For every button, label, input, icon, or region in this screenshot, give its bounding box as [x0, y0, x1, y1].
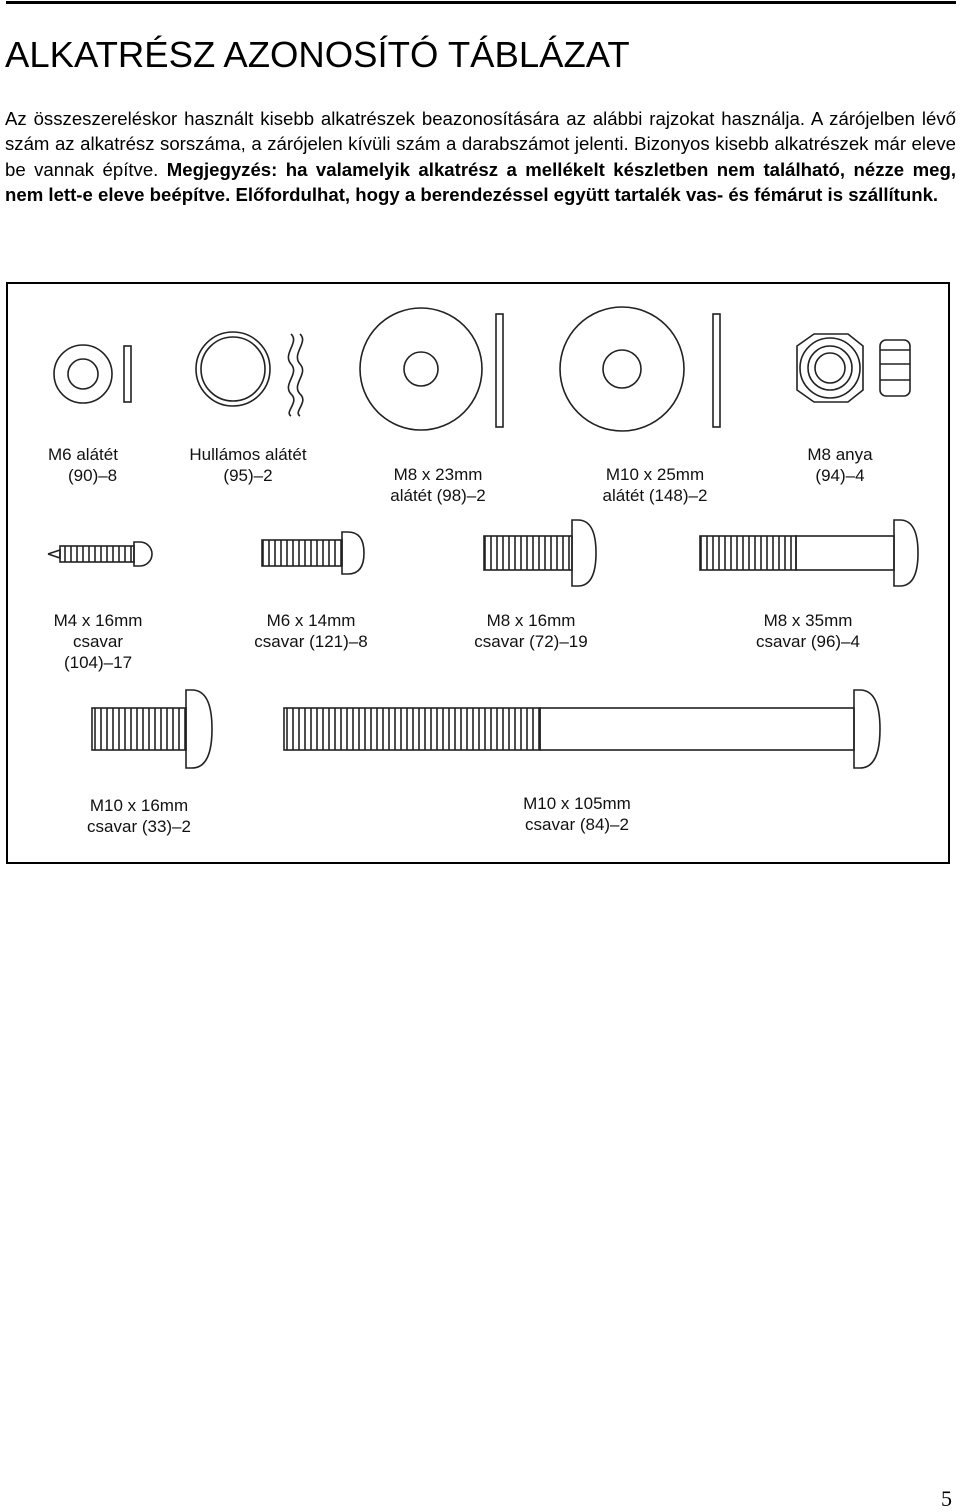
- page-number: 5: [941, 1486, 952, 1511]
- wave-washer-icon: [195, 331, 304, 417]
- m6-washer-icon: [53, 344, 132, 404]
- m8-nut-icon: [796, 333, 911, 403]
- intro-paragraph: Az összeszereléskor használt kisebb alka…: [5, 106, 956, 207]
- m8-washer-label: M8 x 23mm alátét (98)–2: [390, 465, 486, 505]
- wave-washer-label: Hullámos alátét (95)–2: [189, 445, 307, 485]
- m6-washer-label: M6 alátét (90)–8: [48, 445, 118, 485]
- m10-16-bolt-icon: [91, 689, 213, 769]
- m8-washer-icon: [359, 307, 504, 431]
- m4-screw-label: M4 x 16mm csavar (104)–17: [53, 611, 143, 672]
- intro-text: Az összeszereléskor használt kisebb alka…: [5, 108, 956, 180]
- m8-35-bolt-icon: [699, 519, 919, 587]
- m4-screw-icon: [47, 541, 153, 567]
- m10-16-bolt-label: M10 x 16mm csavar (33)–2: [87, 796, 191, 836]
- intro-note: Megjegyzés: ha valamelyik alkatrész a me…: [5, 158, 956, 205]
- parts-identification-chart: M6 alátét (90)–8 Hullámos alátét (95)–2 …: [6, 282, 950, 864]
- page-title: ALKATRÉSZ AZONOSÍTÓ TÁBLÁZAT: [5, 34, 630, 75]
- top-rule: [6, 1, 956, 4]
- m8-35-bolt-label: M8 x 35mm csavar (96)–4: [756, 611, 860, 651]
- m8-nut-label: M8 anya (94)–4: [807, 445, 873, 485]
- m6-bolt-icon: [261, 531, 365, 575]
- m8-16-bolt-label: M8 x 16mm csavar (72)–19: [474, 611, 588, 651]
- m10-105-bolt-icon: [283, 689, 881, 769]
- m10-washer-icon: [559, 306, 721, 432]
- m6-bolt-label: M6 x 14mm csavar (121)–8: [254, 611, 368, 651]
- m10-105-bolt-label: M10 x 105mm csavar (84)–2: [523, 794, 631, 834]
- hardware-drawings: [47, 306, 919, 769]
- m8-16-bolt-icon: [483, 519, 597, 587]
- m10-washer-label: M10 x 25mm alátét (148)–2: [602, 465, 708, 505]
